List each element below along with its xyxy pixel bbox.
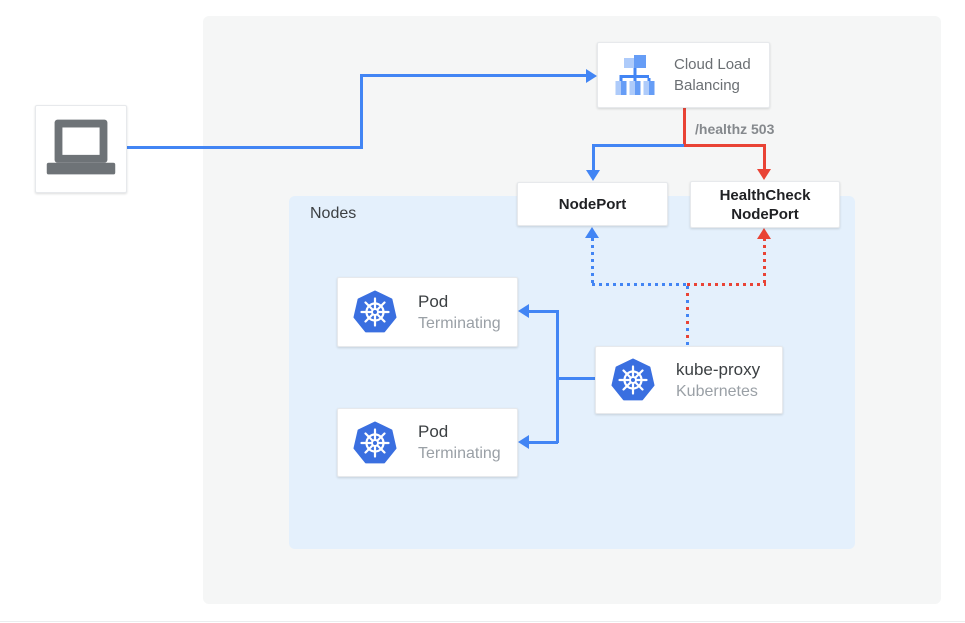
edge-dotted-nodeport-v [591,238,594,285]
pod-terminating-card-1: Pod Terminating [337,277,518,347]
arrowhead-into-nodeport [586,170,600,181]
nodeport-label: NodePort [558,195,627,213]
edge-clb-nodeport-h [592,144,685,147]
edge-clb-nodeport-v [592,146,595,171]
arrowhead-into-clb [586,69,597,83]
edge-kproxy-out-h [556,377,597,380]
healthcheck-label-line1: HealthCheck [719,186,811,204]
kubernetes-icon [353,290,397,333]
pod-title: Pod [418,291,449,311]
laptop-icon [46,119,116,175]
edge-kproxy-pods-v [556,310,559,443]
arrowhead-into-pod1 [518,304,529,318]
edge-kproxy-up-dotted-v [686,286,689,346]
page-bottom-divider [0,621,965,622]
edge-kproxy-nodeport-dotted-h [592,283,687,286]
nodes-group-label: Nodes [310,205,357,222]
edge-client-clb-v [360,74,363,149]
pod-status: Terminating [418,314,501,332]
arrowhead-into-pod2 [518,435,529,449]
edge-clb-healthcheck-h [684,144,766,147]
client-laptop-card [35,105,127,193]
healthcheck-label-line2: NodePort [731,205,799,223]
kube-proxy-subtitle: Kubernetes [676,382,758,400]
pod-status: Terminating [418,445,501,462]
arrowhead-dotted-into-nodeport [585,227,599,238]
cloud-load-balancing-card: Cloud Load Balancing [597,42,770,108]
kubernetes-icon [611,358,655,401]
kube-proxy-title: kube-proxy [676,359,761,379]
edge-client-clb-h1 [127,146,362,149]
load-balancer-icon [615,55,655,95]
kube-proxy-card: kube-proxy Kubernetes [595,346,783,414]
edge-client-clb-h2 [360,74,588,77]
edge-dotted-healthcheck-v [763,238,766,285]
cloud-load-balancing-label: Cloud Load Balancing [674,56,751,94]
healthcheck-nodeport-card: HealthCheck NodePort [690,181,840,228]
edge-clb-down-v [683,108,686,147]
edge-kproxy-healthcheck-dotted-h [687,283,766,286]
healthz-503-label: /healthz 503 [695,121,775,137]
pod-title: Pod [418,422,449,441]
edge-kproxy-pod2-h [529,441,558,444]
edge-kproxy-pod1-h [529,310,558,313]
edge-clb-healthcheck-v [763,146,766,170]
pod-terminating-card-2: Pod Terminating [337,408,518,477]
arrowhead-into-healthcheck [757,169,771,180]
arrowhead-dotted-into-healthcheck [757,228,771,239]
kubernetes-icon [353,421,397,463]
nodeport-card: NodePort [517,182,668,226]
